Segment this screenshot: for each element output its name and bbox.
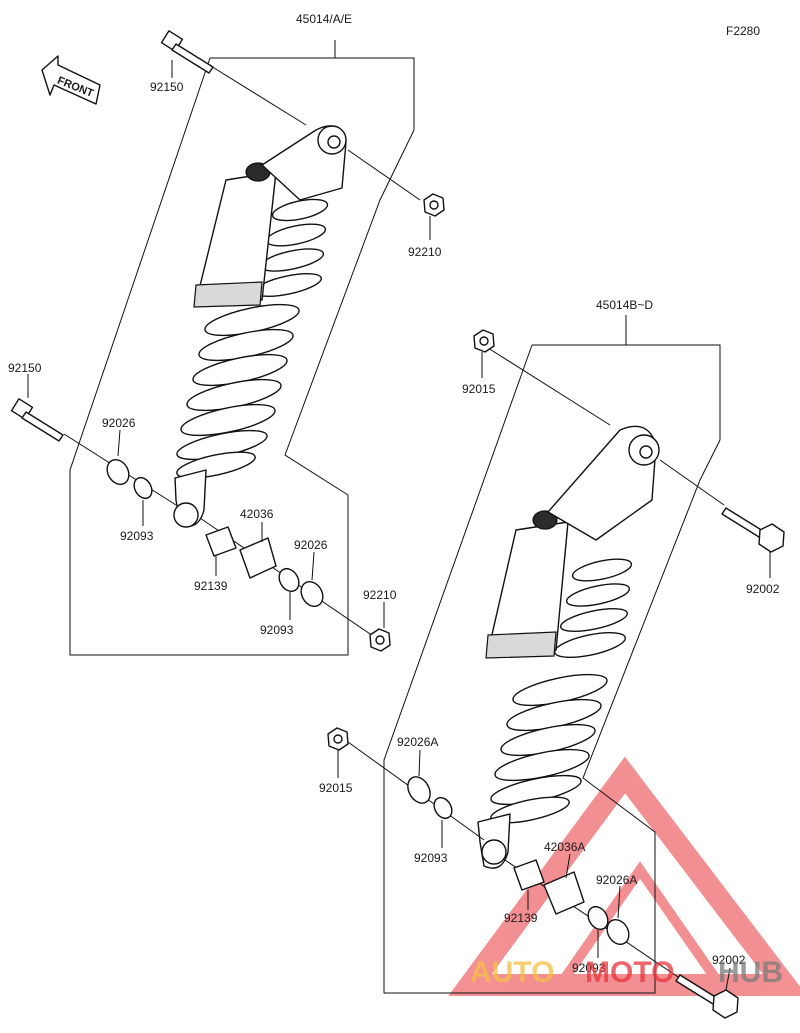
nut-92210-top-icon (423, 193, 445, 217)
front-arrow-icon: FRONT (41, 55, 101, 105)
collar-42036-icon (239, 537, 277, 579)
collar-42036a-icon (543, 871, 585, 915)
callout-nut-b-top: 92015 (462, 382, 496, 396)
callout-seal-b-left: 92093 (414, 851, 448, 865)
nut-92015-left-icon (327, 727, 349, 751)
nut-92015-top-icon (473, 329, 495, 353)
watermark-text: AUTO MOTO HUB (470, 956, 783, 989)
callout-washer-right: 92026 (294, 538, 328, 552)
callout-washer-left: 92026 (102, 416, 136, 430)
bush-92139-b-icon (513, 859, 545, 891)
upper-leaders (27, 60, 431, 628)
washer-92026a-left-icon (407, 776, 431, 804)
callout-seal-b-right: 92093 (572, 961, 606, 975)
callout-seal-left: 92093 (120, 529, 154, 543)
seal-92093-b-left-icon (433, 796, 453, 820)
watermark-moto: MOTO (585, 956, 674, 989)
callout-bolt-left: 92150 (8, 361, 42, 375)
callout-bush-b: 92139 (504, 911, 538, 925)
assembly-label-upper: 45014/A/E (296, 12, 352, 26)
callout-washer-b-right: 92026A (596, 873, 637, 887)
nut-92210-right-icon (369, 628, 391, 652)
upper-hardware (10, 30, 445, 652)
bolt-92150-top-icon (160, 30, 214, 74)
callout-bolt-b-bottom: 92002 (712, 953, 746, 967)
bolt-92002-right-icon (721, 507, 785, 553)
watermark-hub: HUB (718, 956, 783, 989)
bush-92139-icon (205, 526, 237, 557)
lower-assembly-outline (383, 315, 721, 994)
callout-nut-b-left: 92015 (319, 781, 353, 795)
figure-code: F2280 (726, 24, 760, 38)
callout-seal-right: 92093 (260, 623, 294, 637)
callout-collar: 42036 (240, 507, 274, 521)
washer-92026a-right-icon (606, 918, 630, 946)
callout-washer-b-left: 92026A (397, 735, 438, 749)
upper-shock-absorber (173, 125, 347, 528)
seal-92093-left-icon (133, 476, 153, 500)
callout-bolt-b-right: 92002 (746, 582, 780, 596)
bolt-92150-left-icon (10, 398, 64, 442)
callout-nut-top: 92210 (408, 245, 442, 259)
washer-92026-right-icon (300, 580, 324, 608)
callout-bolt-top: 92150 (150, 80, 184, 94)
upper-spring (176, 303, 300, 479)
seal-92093-right-icon (278, 567, 300, 593)
callout-bush: 92139 (194, 579, 228, 593)
upper-assembly-outline (69, 40, 415, 656)
washer-92026-left-icon (106, 458, 130, 486)
watermark-auto: AUTO (470, 956, 554, 989)
lower-shock-absorber (477, 425, 660, 869)
callout-collar-b: 42036A (544, 840, 585, 854)
assembly-label-lower: 45014B~D (596, 298, 653, 312)
seal-92093-b-right-icon (587, 905, 609, 931)
lower-leaders (337, 352, 771, 991)
callout-nut-right: 92210 (363, 588, 397, 602)
lower-hardware (327, 329, 785, 1019)
